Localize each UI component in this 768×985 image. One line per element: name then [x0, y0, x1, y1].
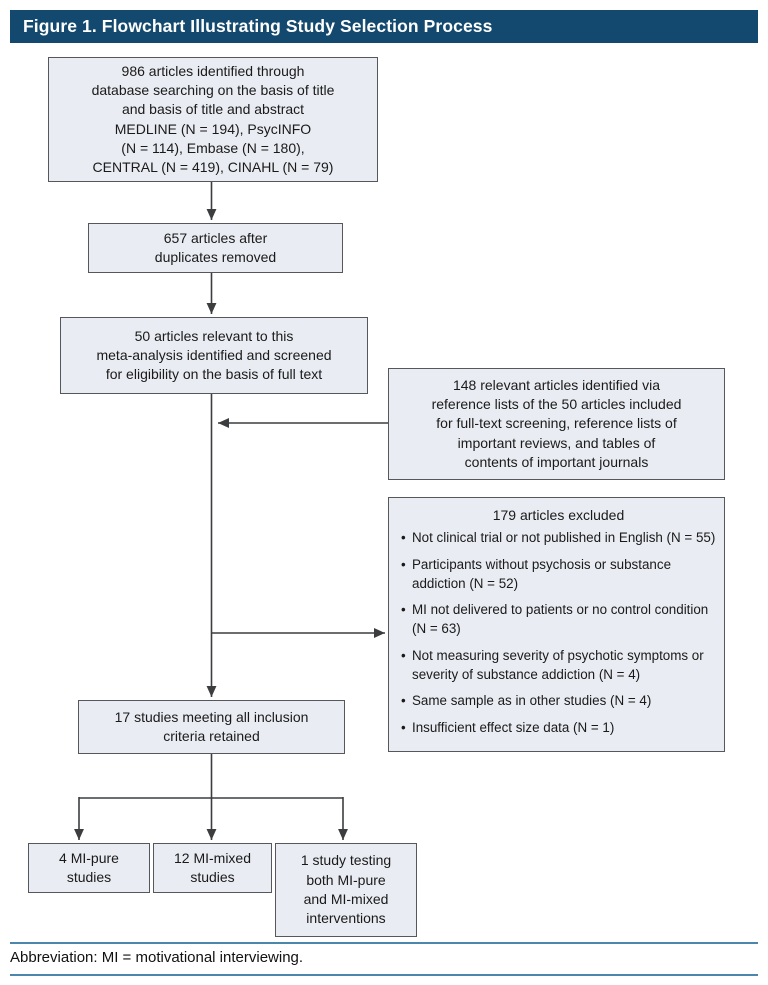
node-mi-mixed: 12 MI-mixed studies: [153, 843, 272, 893]
node-duplicates-removed-text: 657 articles after duplicates removed: [154, 229, 277, 265]
node-articles-identified-text: 986 articles identified through database…: [91, 62, 335, 176]
excluded-reason: Insufficient effect size data (N = 1): [401, 719, 716, 738]
node-articles-identified: 986 articles identified through database…: [48, 57, 378, 182]
excluded-reason: Not clinical trial or not published in E…: [401, 529, 716, 548]
node-mi-pure: 4 MI-pure studies: [28, 843, 150, 893]
node-reference-lists: 148 relevant articles identified via ref…: [388, 368, 725, 480]
node-reference-lists-text: 148 relevant articles identified via ref…: [431, 376, 682, 470]
node-articles-excluded: 179 articles excluded Not clinical trial…: [388, 497, 725, 752]
node-articles-excluded-title: 179 articles excluded: [492, 507, 625, 523]
node-studies-retained-text: 17 studies meeting all inclusion criteri…: [114, 708, 309, 744]
node-mi-mixed-text: 12 MI-mixed studies: [173, 849, 252, 885]
footnote-rule-bottom: [10, 974, 758, 976]
excluded-reason: Same sample as in other studies (N = 4): [401, 692, 716, 711]
node-studies-retained: 17 studies meeting all inclusion criteri…: [78, 700, 345, 754]
figure-title-bar: Figure 1. Flowchart Illustrating Study S…: [10, 10, 758, 43]
node-mi-both: 1 study testing both MI-pure and MI-mixe…: [275, 843, 417, 937]
figure-title: Figure 1. Flowchart Illustrating Study S…: [23, 16, 493, 36]
footnote-rule-top: [10, 942, 758, 944]
node-mi-pure-text: 4 MI-pure studies: [59, 849, 119, 885]
excluded-reason: MI not delivered to patients or no contr…: [401, 601, 716, 639]
excluded-reasons-list: Not clinical trial or not published in E…: [401, 529, 716, 738]
node-mi-both-text: 1 study testing both MI-pure and MI-mixe…: [300, 852, 392, 927]
abbreviation-footnote: Abbreviation: MI = motivational intervie…: [10, 949, 304, 966]
node-full-text-screened: 50 articles relevant to this meta-analys…: [60, 317, 368, 394]
node-full-text-screened-text: 50 articles relevant to this meta-analys…: [96, 327, 332, 383]
excluded-reason: Participants without psychosis or substa…: [401, 556, 716, 594]
node-duplicates-removed: 657 articles after duplicates removed: [88, 223, 343, 273]
excluded-reason: Not measuring severity of psychotic symp…: [401, 647, 716, 685]
